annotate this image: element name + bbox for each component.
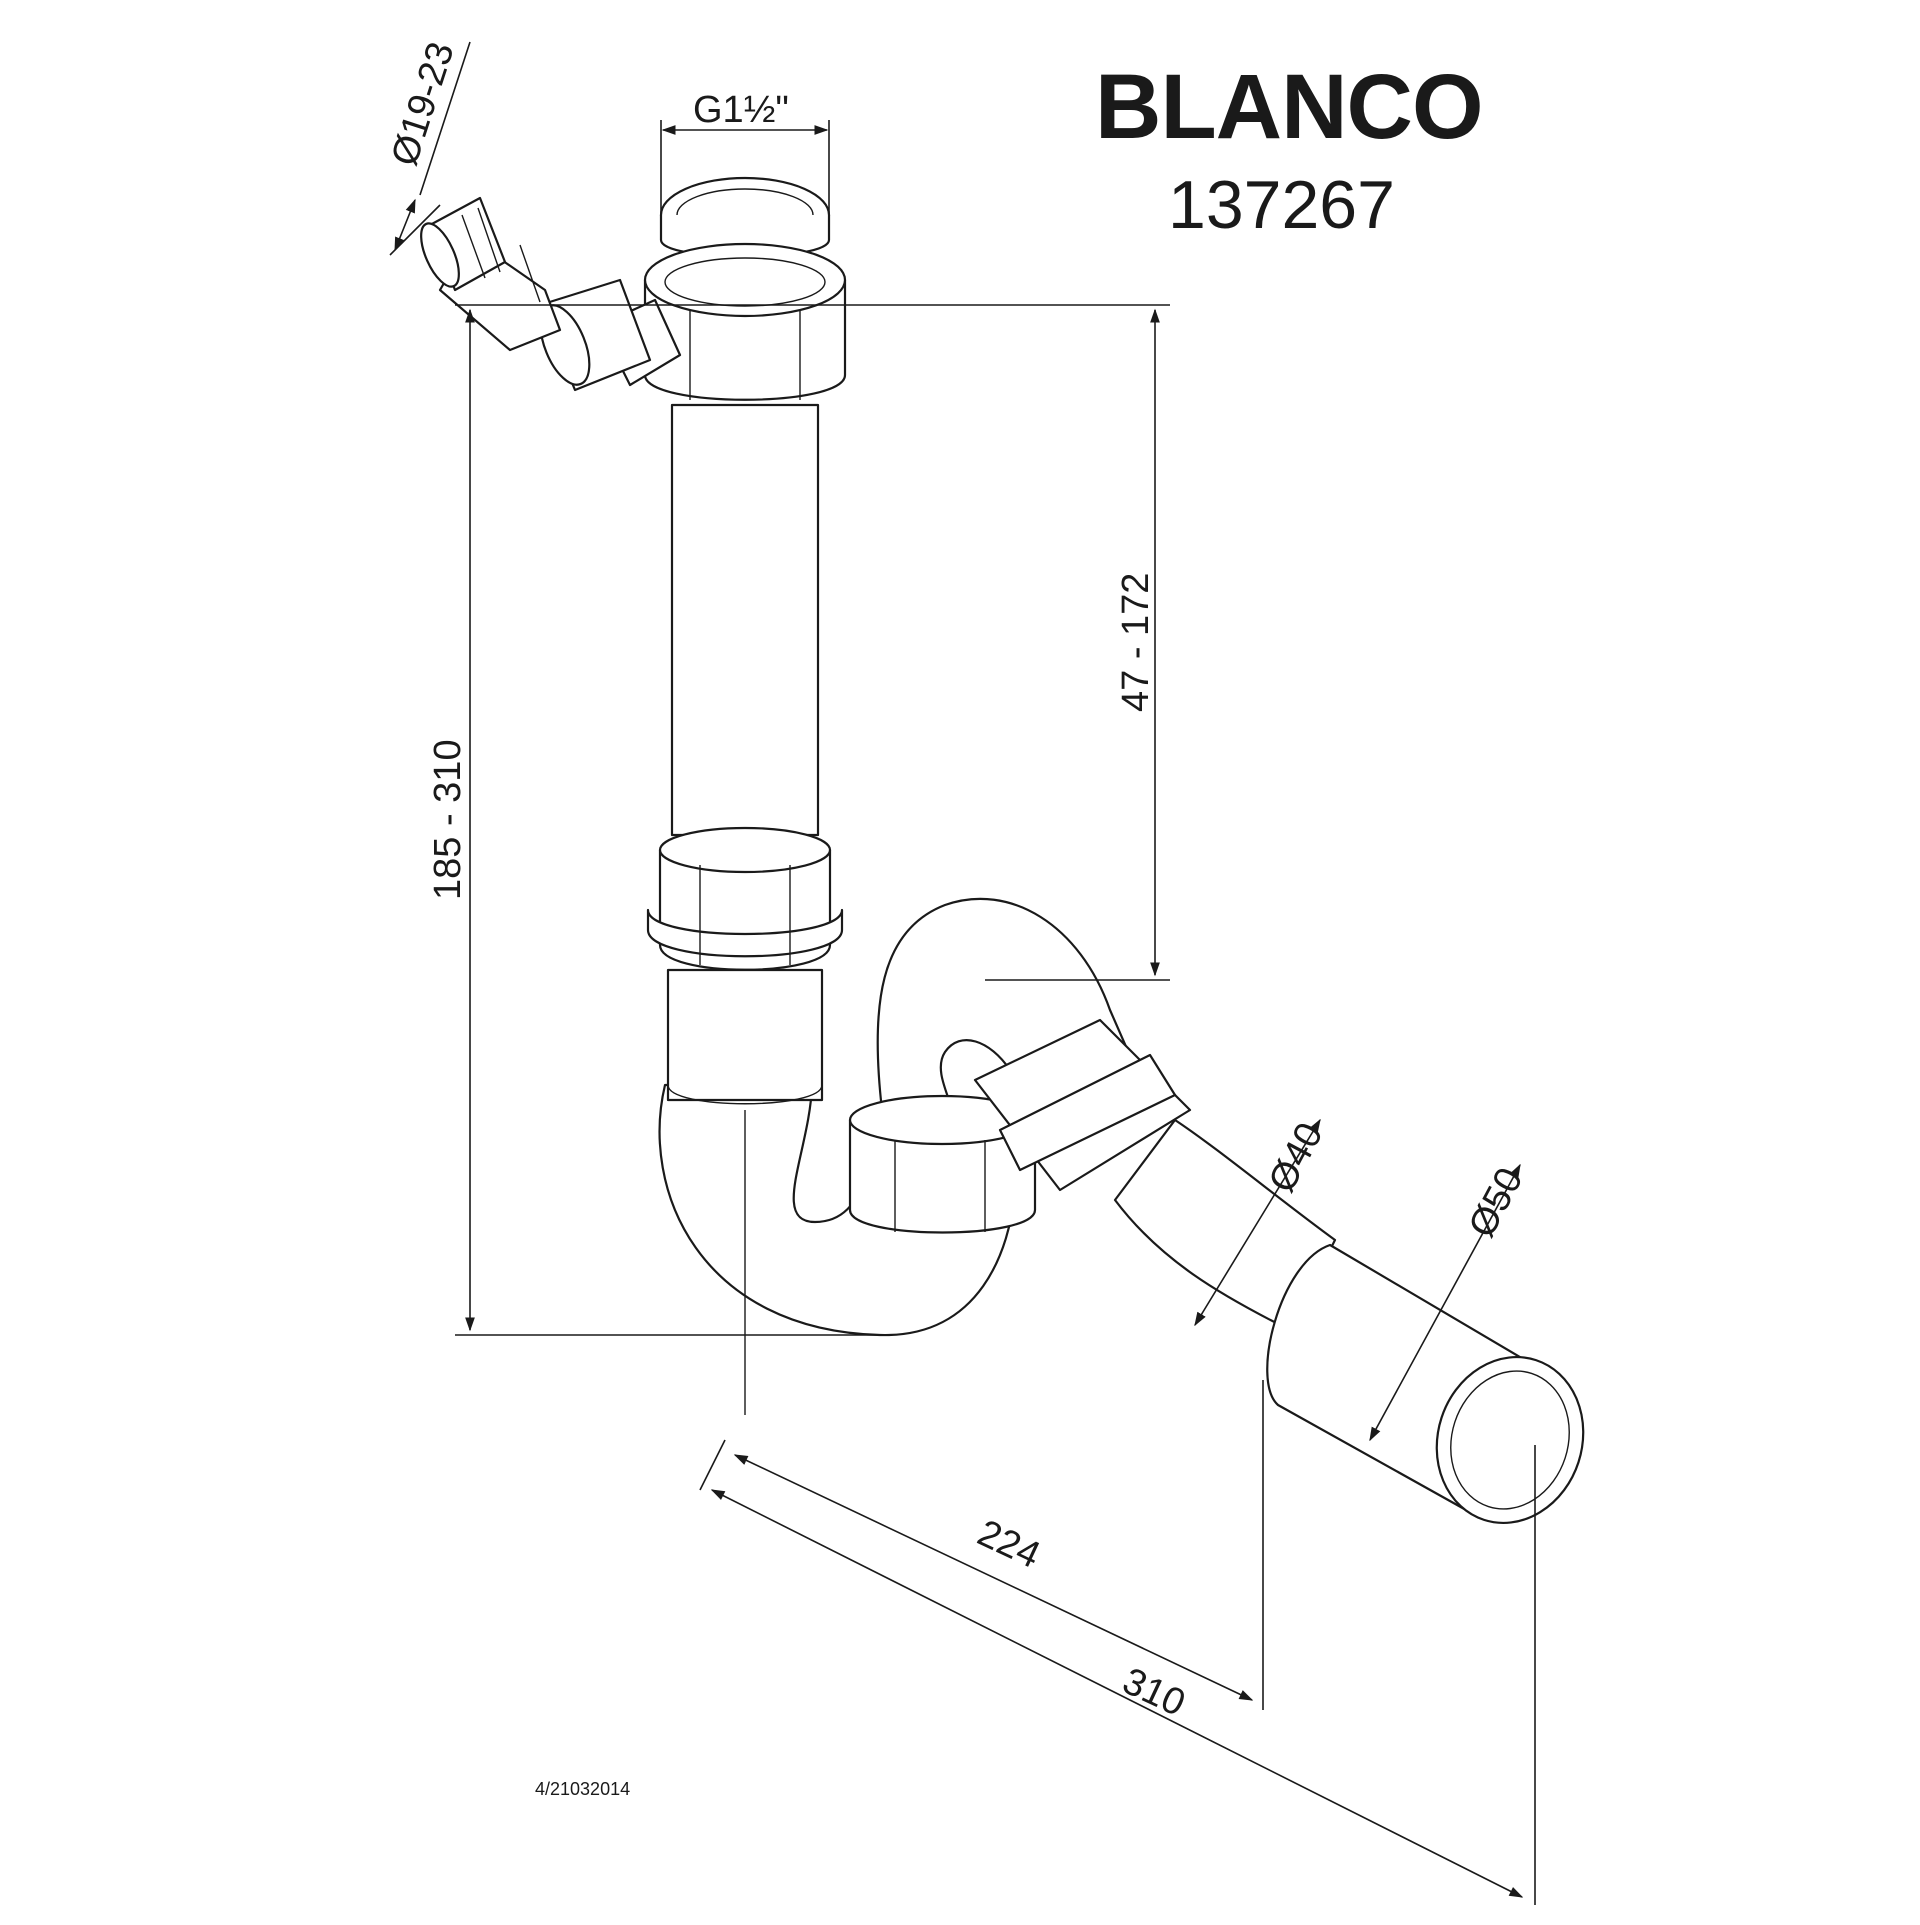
label-horizontal-offset: 224 — [971, 1512, 1046, 1577]
article-number: 137267 — [1168, 167, 1395, 243]
vertical-standpipe — [670, 403, 820, 837]
dim-thread — [660, 120, 830, 235]
dim-sleeve-diameter — [1369, 1163, 1521, 1442]
inlet-gasket — [659, 176, 831, 258]
dim-total-height — [455, 304, 1170, 1336]
outlet-union-nut — [848, 1094, 1037, 1234]
dim-total-length — [710, 1445, 1536, 1905]
label-thread: G1½" — [693, 89, 789, 131]
middle-coupling-nut — [646, 826, 844, 971]
label-total-length: 310 — [1116, 1660, 1191, 1725]
outlet-collar — [973, 1018, 1192, 1192]
brand-logo: BLANCO — [1095, 56, 1483, 158]
label-hose-diameter: Ø19-23 — [384, 37, 463, 171]
label-outlet-pipe-diameter: Ø40 — [1261, 1116, 1332, 1199]
lower-tube — [666, 968, 824, 1105]
hose-connector — [420, 196, 682, 392]
inlet-nut — [643, 242, 847, 401]
outlet-sleeve — [1266, 1243, 1585, 1525]
dim-outlet-pipe-diameter — [1194, 1118, 1321, 1327]
label-inlet-outlet-height: 47 - 172 — [1115, 573, 1157, 712]
document-reference: 4/21032014 — [535, 1779, 630, 1799]
label-total-height: 185 - 310 — [427, 739, 469, 900]
label-sleeve-diameter: Ø50 — [1461, 1161, 1532, 1244]
dim-hose-diameter — [389, 41, 471, 256]
dim-inlet-outlet-height — [985, 308, 1170, 981]
